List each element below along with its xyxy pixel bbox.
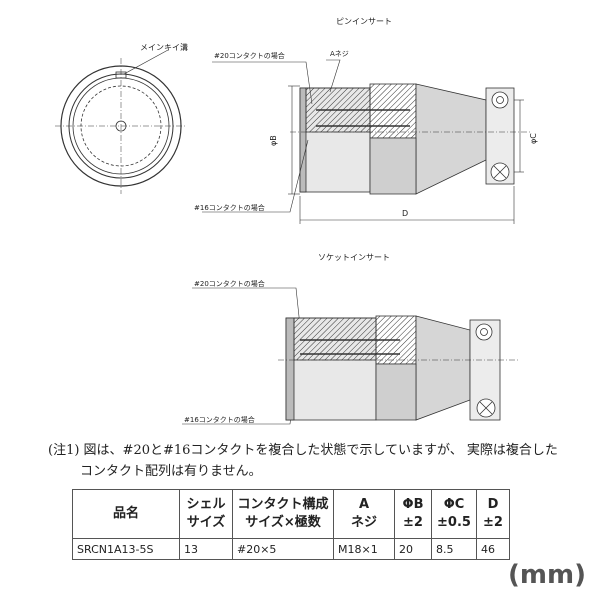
cell-d: 46 — [476, 538, 510, 560]
cell-a-thread: M18×1 — [333, 538, 395, 560]
header-phi-b: ΦB±2 — [394, 489, 432, 539]
unit-label: (mm) — [508, 560, 586, 590]
pin-c16-label: #16コンタクトの場合 — [194, 203, 265, 212]
cell-product-name: SRCN1A13-5S — [72, 538, 180, 560]
header-contact-config: コンタクト構成サイズ×極数 — [232, 489, 334, 539]
table-row: SRCN1A13-5S 13 #20×5 M18×1 20 8.5 46 — [72, 538, 510, 560]
socket-c16-label: #16コンタクトの場合 — [184, 415, 255, 424]
note-line-2: コンタクト配列は有りません。 — [80, 464, 262, 479]
note: (注1) 図は、#20と#16コンタクトを複合した状態で示していますが、 実際は… — [48, 440, 588, 482]
d-label: D — [402, 209, 408, 218]
socket-insert-side-view — [278, 315, 520, 421]
header-product-name: 品名 — [72, 489, 180, 539]
key-groove-label: メインキイ溝 — [140, 42, 188, 52]
socket-insert-title: ソケットインサート — [318, 253, 390, 262]
dim-phi-c — [514, 99, 524, 173]
front-view — [55, 49, 187, 194]
socket-c20-label: #20コンタクトの場合 — [194, 279, 265, 288]
pin-c20-label: #20コンタクトの場合 — [214, 51, 285, 60]
cell-phi-c: 8.5 — [431, 538, 477, 560]
phi-b-label: φB — [269, 135, 278, 146]
cell-shell-size: 13 — [179, 538, 233, 560]
pin-insert-side-view — [290, 83, 530, 195]
header-d: D±2 — [476, 489, 510, 539]
header-shell-size: シェルサイズ — [179, 489, 233, 539]
technical-drawing: ピンインサート ソケットインサート メインキイ溝 — [55, 17, 538, 425]
phi-c-label: φC — [529, 133, 538, 144]
note-line-1: (注1) 図は、#20と#16コンタクトを複合した状態で示していますが、 実際は… — [48, 443, 558, 458]
cell-contact-config: #20×5 — [232, 538, 334, 560]
dim-d — [299, 186, 515, 224]
a-thread-label: Aネジ — [330, 50, 349, 58]
pin-insert-title: ピンインサート — [336, 17, 392, 26]
header-phi-c: ΦC±0.5 — [431, 489, 477, 539]
cell-phi-b: 20 — [394, 538, 432, 560]
dim-phi-b — [288, 85, 300, 195]
